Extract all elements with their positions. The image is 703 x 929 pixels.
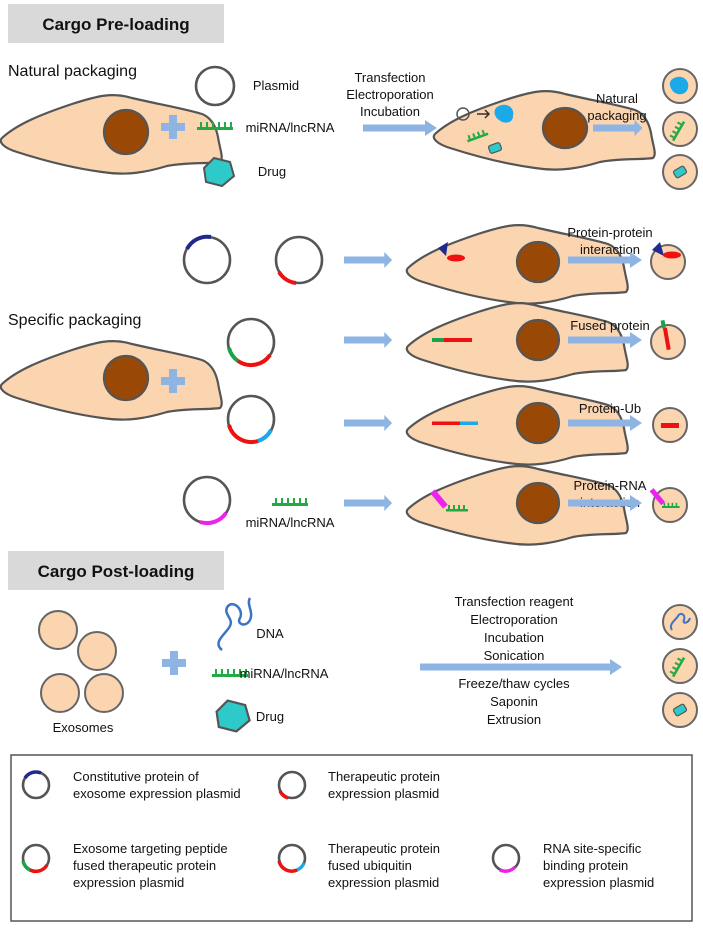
drug-icon [203,157,235,187]
nucleus [102,108,150,156]
result-packaging: packaging [587,108,646,123]
cargo-label-plasmid: Plasmid [253,78,299,93]
arrow-icon [363,120,437,136]
method-extrusion: Extrusion [487,712,541,727]
method-incubation-post: Incubation [484,630,544,645]
arrow-icon [344,332,393,348]
exosome-drug-post [662,692,698,728]
method-electroporation-post: Electroporation [470,612,557,627]
arrow-icon [420,659,622,675]
cell-fused [405,302,629,383]
result-fused: Fused protein [570,318,650,333]
result-ppi-line2: interaction [580,242,640,257]
plasmid-red-icon [277,770,307,800]
cargo-label-rna: miRNA/lncRNA [246,120,335,135]
legend-item: Therapeutic protein expression plasmid [277,769,440,801]
legend-text: expression plasmid [328,786,439,801]
method-labels: Transfection Electroporation Incubation [346,70,433,119]
legend-item: RNA site-specific binding protein expres… [491,841,654,890]
arrow-icon [344,495,393,511]
plasmid-blue-icon [21,770,51,800]
plasmid-magenta-icon [182,475,232,526]
pre-loading-header: Cargo Pre-loading [8,4,224,43]
rna-icon [272,498,308,506]
cell-rna-binding [405,465,629,546]
legend-text: fused ubiquitin [328,858,412,873]
method-incubation: Incubation [360,104,420,119]
result-rna-line1: Protein-RNA [574,478,647,493]
method-electroporation: Electroporation [346,87,433,102]
exosome-ppi [650,242,686,280]
post-loading-header: Cargo Post-loading [8,551,224,590]
legend-item: Exosome targeting peptide fused therapeu… [21,841,228,890]
legend-text: Constitutive protein of [73,769,199,784]
cargo-label-rna-post: miRNA/lncRNA [240,666,329,681]
plasmid-blue-icon [182,234,232,285]
legend-text: expression plasmid [73,875,184,890]
exosomes-label: Exosomes [53,720,114,735]
plasmid-green-red-icon [21,843,51,874]
exosome-cluster [38,610,124,713]
plasmid-icon [194,65,236,107]
plasmid-magenta-icon [491,843,521,873]
natural-packaging-title: Natural packaging [8,63,137,80]
exosome-rna [662,111,698,147]
host-cell [0,340,223,421]
exosome-rna-post [662,648,698,684]
cargo-label-dna: DNA [256,626,284,641]
cargo-label-drug-post: Drug [256,709,284,724]
plasmid-red-icon [274,235,324,285]
legend-text: RNA site-specific [543,841,642,856]
drug-icon [215,699,251,733]
legend-box [10,754,693,922]
post-loading-header-text: Cargo Post-loading [38,562,195,581]
legend-text: Therapeutic protein [328,769,440,784]
cargo-label-rna-specific: miRNA/lncRNA [246,515,335,530]
legend-text: expression plasmid [543,875,654,890]
method-transfection-reagent: Transfection reagent [455,594,574,609]
exosome-fused [650,319,686,360]
exosome-rna-binding [649,487,688,523]
dna-icon [217,597,253,651]
cell-ppi [405,224,629,305]
legend-text: Exosome targeting peptide [73,841,228,856]
cargo-label-drug: Drug [258,164,286,179]
exosome-drug [662,154,698,190]
method-sonication: Sonication [484,648,545,663]
legend-item: Therapeutic protein fused ubiquitin expr… [277,841,440,890]
pre-loading-header-text: Cargo Pre-loading [42,15,189,34]
plasmid-red-cyan-icon [277,843,307,873]
result-natural: Natural [596,91,638,106]
post-method-labels: Transfection reagent Electroporation Inc… [455,594,574,727]
arrow-icon [344,415,393,431]
host-cell [0,94,223,175]
plasmid-red-cyan-icon [226,394,276,445]
method-transfection: Transfection [354,70,425,85]
legend-text: Therapeutic protein [328,841,440,856]
legend-text: fused therapeutic protein [73,858,216,873]
exosome-ub [652,407,688,443]
legend-text: expression plasmid [328,875,439,890]
result-ppi-line1: Protein-protein [567,225,652,240]
transfected-cell [432,90,656,171]
method-saponin: Saponin [490,694,538,709]
cell-ub [405,385,629,466]
legend-item: Constitutive protein of exosome expressi… [21,769,241,801]
plus-icon [162,651,186,675]
plasmid-green-red-icon [226,317,276,368]
exosome-dna [662,604,698,640]
specific-packaging-title: Specific packaging [8,312,141,329]
legend-text: binding protein [543,858,628,873]
arrow-icon [344,252,393,268]
legend-text: exosome expression plasmid [73,786,241,801]
exosome-protein [662,68,698,104]
method-freeze-thaw: Freeze/thaw cycles [458,676,570,691]
result-ub: Protein-Ub [579,401,641,416]
